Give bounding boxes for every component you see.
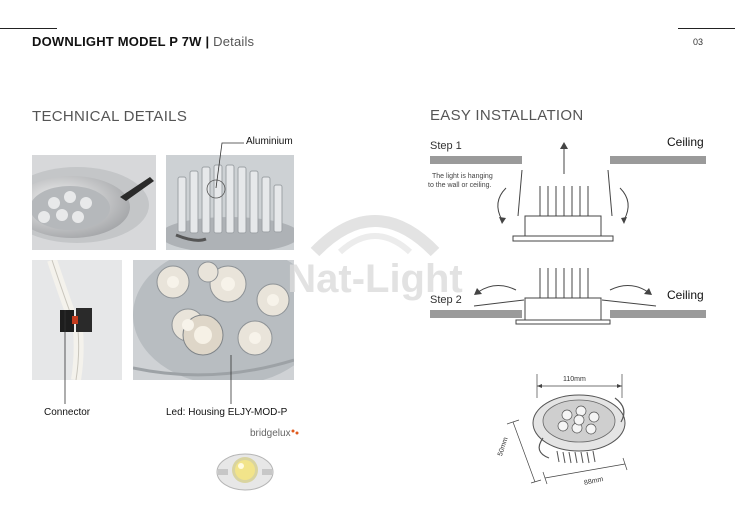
technical-details-heading: TECHNICAL DETAILS — [32, 108, 188, 125]
dimension-width-label: 110mm — [563, 376, 586, 383]
step1-ceiling-right — [610, 156, 706, 164]
bridgelux-logo-dots — [291, 429, 299, 435]
aluminium-leader-line — [215, 142, 244, 189]
bridgelux-logo: bridgelux — [250, 428, 291, 439]
hanging-note-line1: The light is hanging — [432, 173, 493, 180]
page-title: DOWNLIGHT MODEL P 7W | Details — [32, 34, 254, 49]
connector-leader-line — [64, 310, 66, 404]
step2-fixture-trim — [515, 319, 611, 325]
hanging-note: The light is hanging to the wall or ceil… — [428, 172, 493, 190]
header-rule-right — [678, 28, 735, 29]
step1-fixture-body — [524, 215, 602, 237]
step2-label: Step 2 — [430, 294, 462, 306]
aluminium-label: Aluminium — [246, 136, 293, 147]
model-title: DOWNLIGHT MODEL P 7W — [32, 34, 202, 49]
fixture-photo — [32, 155, 156, 250]
step1-ceiling-left — [430, 156, 522, 164]
led-chip-image — [216, 453, 274, 491]
easy-installation-heading: EASY INSTALLATION — [430, 107, 584, 124]
nat-light-watermark: Nat-Light — [287, 215, 463, 301]
step1-fixture-trim — [512, 235, 614, 242]
connector-photo — [32, 260, 122, 380]
heatsink-photo — [166, 155, 294, 250]
bridgelux-brand-text: bridgelux — [250, 428, 291, 439]
step1-up-arrow — [560, 142, 568, 149]
connector-label: Connector — [44, 407, 91, 418]
ceiling1-label: Ceiling — [667, 135, 704, 149]
watermark-text: Nat-Light — [287, 257, 463, 301]
page-number: 03 — [693, 37, 704, 47]
step2-diagram — [430, 268, 706, 325]
hanging-note-line2: to the wall or ceiling. — [428, 182, 492, 189]
dimension-diagram — [506, 374, 628, 485]
page-subtitle: Details — [213, 34, 255, 49]
led-lens-photo — [133, 260, 294, 380]
led-housing-label: Led: Housing ELJY-MOD-P — [166, 407, 288, 418]
step2-ceiling-right — [610, 310, 706, 318]
ceiling2-label: Ceiling — [667, 288, 704, 302]
step2-fixture-body — [524, 297, 602, 321]
step1-label: Step 1 — [430, 140, 462, 152]
header-rule-left — [0, 28, 57, 29]
step2-ceiling-left — [430, 310, 522, 318]
step1-diagram — [430, 142, 706, 242]
led-leader-line — [230, 355, 232, 404]
title-separator: | — [205, 34, 210, 49]
